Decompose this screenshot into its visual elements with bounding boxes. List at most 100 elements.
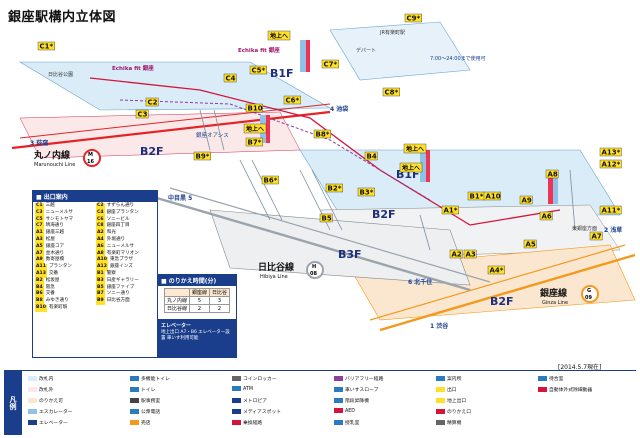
legend-swatch (130, 420, 139, 425)
legend-item: ATM (232, 386, 253, 392)
time-cell: 2 (208, 304, 231, 313)
exit-tags: C1*C2C3C4C5*C6*C7*C8*C9*B1*B2*B3*B4B5B6*… (37, 13, 622, 275)
legend-item: AED (334, 408, 355, 414)
legend-swatch (28, 409, 37, 414)
marunouchi-num: 16 (87, 159, 94, 165)
svg-text:A5: A5 (526, 241, 536, 249)
exit-tag-a1: A1* (441, 205, 459, 215)
legend-swatch (130, 409, 139, 414)
ginza-num: 09 (585, 295, 592, 301)
svg-text:A10: A10 (486, 193, 501, 201)
legend-swatch (232, 420, 241, 425)
hibiya-track (149, 194, 471, 292)
exit-tag-c7: C7* (321, 59, 339, 69)
exit-guide-header: ■ 出口案内 (33, 191, 157, 202)
legend-swatch (232, 398, 241, 403)
exit-tag-a7: A7 (589, 231, 603, 241)
svg-text:C3: C3 (138, 111, 148, 119)
hibiya-num: 08 (310, 271, 317, 277)
place-hours: 7:00〜24:00まで使用可 (430, 55, 486, 62)
legend-item: コインロッカー (232, 375, 277, 382)
transfer-time-header: ■ のりかえ時間(分) (158, 275, 236, 286)
place-tosho: 東銀座方面 (572, 225, 597, 232)
svg-text:C9*: C9* (407, 15, 421, 23)
exit-tag-a11: A11* (599, 205, 622, 215)
legend-swatch (334, 387, 343, 392)
legend-swatch (436, 409, 445, 414)
place-oasis: 銀座オアシス (196, 131, 229, 139)
svg-text:A11*: A11* (602, 207, 621, 215)
svg-text:B4: B4 (367, 153, 377, 161)
svg-text:A13*: A13* (602, 149, 621, 157)
legend-item: エスカレーター (28, 408, 73, 415)
exit-tag-a3: A3 (463, 249, 477, 259)
up-sign-2: 地上へ (246, 125, 264, 133)
legend-item: 改札外 (28, 386, 53, 393)
legend-swatch (334, 408, 343, 413)
legend-swatch (334, 420, 343, 425)
exit-tag-b5: B5 (319, 213, 333, 223)
exit-tag-b2: B2* (325, 183, 343, 193)
exit-tag-b9: B9* (193, 151, 211, 161)
exit-tag-c8: C8* (382, 87, 400, 97)
exit-tag-c4: C4 (223, 73, 237, 83)
legend-item: のりかえ可 (28, 397, 63, 404)
exit-tag-b4: B4 (364, 151, 378, 161)
marunouchi-track (11, 110, 331, 150)
dir-shibuya: 1 渋谷 (430, 322, 449, 330)
svg-text:B10: B10 (248, 105, 263, 113)
exit-tag-a5: A5 (523, 239, 537, 249)
place-echika-b1: Echika fit 銀座 (112, 64, 154, 72)
dir-ogikubo: 3 荻窪 (30, 139, 48, 147)
place-echika-top: Echika fit 銀座 (238, 46, 280, 54)
legend-item: 公衆電話 (130, 408, 160, 415)
legend-swatch (436, 376, 445, 381)
svg-text:C2: C2 (148, 99, 158, 107)
floor-b2f-left: B2F (140, 145, 164, 158)
time-col-header: 銀座線 (188, 288, 211, 297)
exit-tag-b8: B8* (313, 129, 331, 139)
legend-item: 出口 (436, 386, 457, 393)
legend-item: 駅事務室 (130, 397, 160, 404)
dir-kitasenju: 6 北千住 (408, 278, 432, 286)
svg-text:B9*: B9* (196, 153, 210, 161)
svg-text:C1*: C1* (40, 43, 54, 51)
svg-text:C8*: C8* (385, 89, 399, 97)
legend-item: 多機能トイレ (130, 375, 170, 382)
legend-swatch (28, 398, 37, 403)
floor-b1f-left: B1F (270, 67, 294, 80)
legend-swatch (232, 409, 241, 414)
exit-tag-a2: A2 (449, 249, 463, 259)
svg-text:A12*: A12* (602, 161, 621, 169)
legend-swatch (232, 376, 241, 381)
legend-item: トイレ (130, 386, 155, 393)
legend-swatch (28, 376, 37, 381)
b3f-hibiya-platform (209, 209, 471, 286)
legend-item: のりかえ口 (436, 408, 471, 415)
legend-item: 案内所 (436, 375, 461, 382)
updated-date: [2014.5.7現在] (558, 364, 602, 371)
legend-label: 凡例 (4, 371, 22, 435)
time-cell: 3 (208, 296, 231, 305)
up-sign-3: 地上へ (406, 145, 424, 153)
time-cell: 5 (188, 296, 211, 305)
ginza-track (379, 253, 636, 332)
svg-text:C7*: C7* (324, 61, 338, 69)
legend-item: エレベーター (28, 419, 68, 426)
svg-text:C6*: C6* (286, 97, 300, 105)
